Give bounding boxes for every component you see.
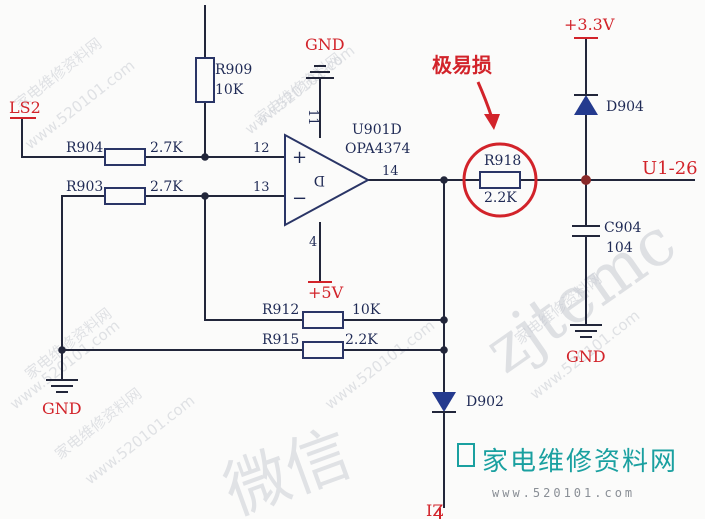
label-r909: R909: [215, 62, 252, 78]
label-d904: D904: [606, 99, 644, 115]
label-note: 极易损: [432, 53, 492, 77]
resistors: [104, 57, 521, 359]
supply-rails: [308, 37, 598, 283]
highlight-circle-r918: [462, 142, 538, 218]
junctions: [58, 153, 591, 354]
component-labels: LS2 R909 10K R904 2.7K R903 2.7K 12 13 1…: [9, 15, 698, 519]
label-r903-val: 2.7K: [150, 179, 183, 195]
watermark-script: 微信: [215, 417, 361, 519]
label-opa4374: OPA4374: [345, 141, 410, 157]
resistor-r909: [195, 57, 215, 103]
ground-gnd-left: [46, 379, 78, 393]
label-r903: R903: [66, 179, 103, 195]
resistor-r903: [104, 187, 146, 205]
label-pin12: 12: [253, 141, 270, 156]
label-r912-val: 10K: [352, 302, 381, 318]
label-d902: D902: [466, 394, 504, 410]
junction-12: [201, 153, 209, 161]
label-r904-val: 2.7K: [150, 140, 183, 156]
label-u901d: U901D: [352, 122, 402, 138]
watermark-cn-2: 家电维修资料网: [251, 49, 345, 128]
label-u1-26: U1-26: [642, 158, 698, 179]
watermark-url-6: www.520101.com: [81, 391, 198, 488]
label-r904: R904: [66, 140, 103, 156]
label-gnd-top: GND: [305, 35, 345, 54]
wire-left-vertical: [61, 195, 105, 350]
label-c904-val: 104: [606, 240, 633, 256]
diode-d904-body: [574, 95, 598, 115]
resistor-r915: [302, 341, 344, 359]
label-c904: C904: [604, 220, 642, 236]
highlight-arrow: [476, 81, 500, 130]
label-pin11: 11: [305, 109, 320, 126]
ground-gnd-top: [306, 65, 334, 79]
label-r918: R918: [484, 153, 521, 169]
label-iz: IZ: [426, 501, 443, 519]
logo-chinese: 家电维修资料网: [482, 447, 678, 477]
diode-d904: [574, 94, 598, 115]
wire-feedback-r912: [204, 196, 303, 321]
diode-d902-body: [432, 392, 456, 412]
resistor-r912: [302, 311, 344, 329]
label-r912: R912: [262, 302, 299, 318]
label-gnd-left: GND: [42, 399, 82, 418]
label-ls2: LS2: [9, 98, 41, 117]
diode-d902: [432, 392, 456, 413]
junction-out: [440, 176, 448, 184]
site-logo: 家电维修资料网 www.520101.com: [457, 443, 678, 500]
label-r915-val: 2.2K: [345, 332, 378, 348]
resistor-r904: [104, 148, 146, 166]
opamp-plus: +: [292, 147, 307, 168]
junction-left: [58, 346, 66, 354]
logo-url: www.520101.com: [492, 486, 635, 500]
opamp-minus: −: [292, 188, 307, 209]
resistor-r918: [479, 171, 521, 189]
label-r915: R915: [262, 332, 299, 348]
label-plus5v: +5V: [308, 283, 344, 302]
wires: [21, 5, 695, 508]
capacitor-c904: [572, 225, 600, 237]
label-gnd-right: GND: [566, 347, 606, 366]
junction-r915: [440, 346, 448, 354]
ground-gnd-right: [570, 324, 602, 338]
junction-u1-26: [581, 175, 591, 185]
label-pin4: 4: [309, 235, 317, 250]
wire-ls2: [21, 118, 105, 158]
logo-mark-icon: [457, 443, 475, 467]
watermark-url-4: www.520101.com: [321, 316, 438, 413]
opamp-u901d: + − D: [284, 133, 371, 227]
opamp-triangle: [284, 133, 371, 227]
junction-13: [201, 192, 209, 200]
label-pin13: 13: [253, 180, 270, 195]
label-pin14: 14: [382, 164, 399, 179]
label-r909-val: 10K: [215, 82, 244, 98]
junction-r912: [440, 316, 448, 324]
label-r918-val: 2.2K: [484, 190, 517, 206]
label-plus33v: +3.3V: [564, 15, 615, 34]
opamp-d: D: [314, 172, 325, 188]
